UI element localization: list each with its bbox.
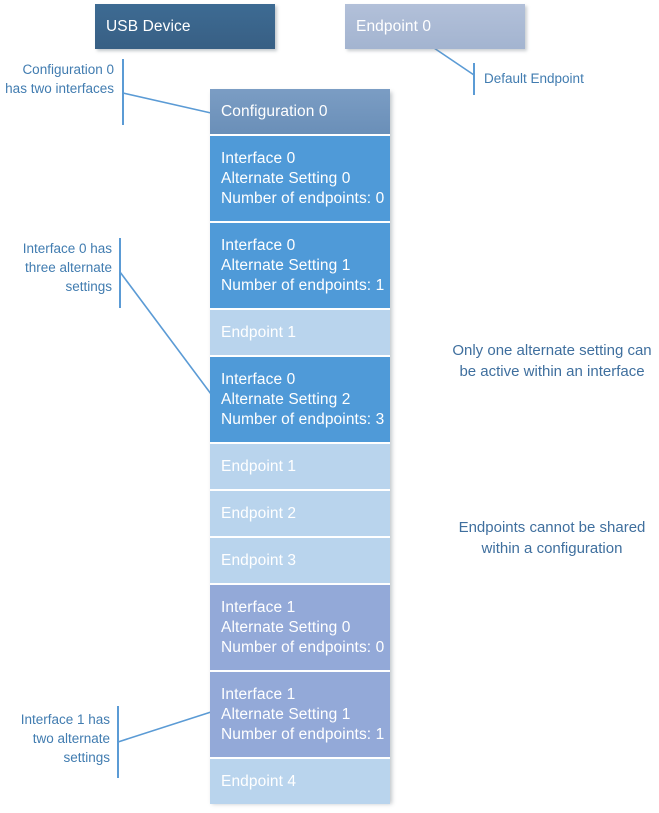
interface0-callout-text: Interface 0 has three alternate settings	[0, 239, 112, 296]
interface-box-label: Number of endpoints: 0	[221, 638, 385, 656]
interface-box-label: Interface 0	[221, 236, 296, 254]
interface-box-label: Number of endpoints: 1	[221, 276, 385, 294]
endpoint-box-label: Endpoint 2	[221, 504, 297, 522]
interface-box[interactable]: Interface 0 Alternate Setting 2 Number of …	[210, 357, 390, 442]
endpoint-box[interactable]: Endpoint 1	[210, 444, 390, 489]
note-alternate-setting: Only one alternate setting can be active…	[446, 340, 658, 382]
interface0-callout-line-1: three alternate	[24, 260, 112, 275]
endpoint-box-label: Endpoint 4	[221, 772, 297, 790]
interface-box-label: Number of endpoints: 3	[221, 410, 385, 428]
interface-box-label: Interface 0	[221, 370, 296, 388]
interface-box-label: Interface 1	[221, 598, 296, 616]
note-alternate-setting-line-1: setting can be active	[459, 342, 652, 380]
interface-box-label: Interface 0	[221, 149, 296, 167]
note-endpoint-sharing-line-1: shared within a	[481, 519, 646, 557]
usb-device-box[interactable]: USB Device	[95, 4, 275, 49]
default-endpoint-box[interactable]: Endpoint 0	[345, 4, 525, 49]
usb-device-label: USB Device	[106, 17, 191, 35]
endpoint-box[interactable]: Endpoint 2	[210, 491, 390, 536]
config-callout-line-0: Configuration 0	[22, 62, 114, 77]
default-endpoint-box-label: Endpoint 0	[356, 17, 432, 35]
endpoint-box[interactable]: Endpoint 4	[210, 759, 390, 804]
config-callout-line-1: has two	[5, 81, 52, 96]
interface1-callout-line-1: two alternate	[32, 731, 110, 746]
interface1-callout-leader	[117, 711, 212, 743]
interface1-callout-line-0: Interface 1 has	[20, 712, 110, 727]
config-callout-line-2: interfaces	[55, 81, 114, 96]
interface-box-label: Number of endpoints: 0	[221, 189, 385, 207]
interface0-callout-leader	[119, 271, 212, 395]
interface-box[interactable]: Interface 1 Alternate Setting 0 Number of …	[210, 585, 390, 670]
interface-box-label: Interface 1	[221, 685, 296, 703]
interface-box[interactable]: Interface 1 Alternate Setting 1 Number of …	[210, 672, 390, 757]
interface-box-label: Alternate Setting 1	[221, 256, 351, 274]
note-endpoint-sharing: Endpoints cannot be shared within a conf…	[446, 517, 658, 559]
interface1-callout-line-2: settings	[63, 750, 110, 765]
default-endpoint-callout-text: Default Endpoint	[484, 69, 644, 88]
endpoint-box[interactable]: Endpoint 1	[210, 310, 390, 355]
interface-box[interactable]: Interface 0 Alternate Setting 1 Number of …	[210, 223, 390, 308]
config-callout-leader	[122, 92, 212, 114]
default-endpoint-callout-line-0: Default Endpoint	[484, 71, 584, 86]
note-endpoint-sharing-line-0: Endpoints cannot be	[458, 519, 596, 536]
interface1-callout-text: Interface 1 has two alternate settings	[0, 710, 110, 767]
interface-box[interactable]: Interface 0 Alternate Setting 0 Number of …	[210, 136, 390, 221]
interface-box-label: Alternate Setting 0	[221, 169, 351, 187]
configuration-box-label: Configuration 0	[221, 102, 328, 120]
endpoint-box-label: Endpoint 1	[221, 323, 297, 341]
configuration-box[interactable]: Configuration 0	[210, 89, 390, 134]
note-endpoint-sharing-line-2: configuration	[536, 540, 623, 557]
note-alternate-setting-line-0: Only one alternate	[452, 342, 575, 359]
endpoint-box-label: Endpoint 3	[221, 551, 297, 569]
interface-box-label: Alternate Setting 2	[221, 390, 351, 408]
interface-box-label: Number of endpoints: 1	[221, 725, 385, 743]
config-callout-text: Configuration 0 has two interfaces	[0, 60, 114, 98]
interface0-callout-line-0: Interface 0 has	[22, 241, 112, 256]
interface-box-label: Alternate Setting 1	[221, 705, 351, 723]
interface-box-label: Alternate Setting 0	[221, 618, 351, 636]
note-alternate-setting-line-2: within an interface	[523, 363, 645, 380]
interface0-callout-line-2: settings	[65, 279, 112, 294]
endpoint-box-label: Endpoint 1	[221, 457, 297, 475]
default-endpoint-leader	[433, 47, 475, 76]
endpoint-box[interactable]: Endpoint 3	[210, 538, 390, 583]
